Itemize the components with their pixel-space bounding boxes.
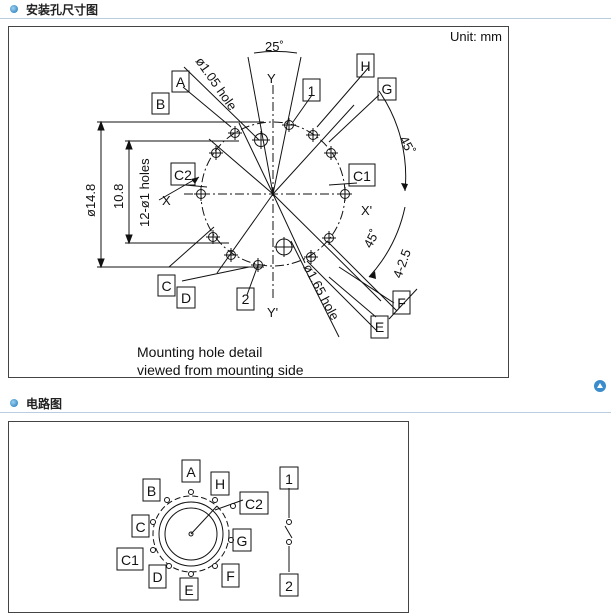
section-header-circuit: 电路图 [0, 394, 611, 413]
circuit-terminal-c2-label: C2 [245, 496, 263, 512]
circuit-terminal-g-label: G [237, 533, 248, 549]
terminal-f-label: F [397, 295, 406, 311]
terminal-h-label: H [360, 58, 370, 74]
terminal-1-label: 1 [308, 83, 316, 99]
angle-45-lower-label: 45˚ [360, 227, 382, 251]
height-10-8-label: 10.8 [111, 184, 126, 209]
axis-x-prime-label: X' [361, 203, 372, 218]
back-to-top-icon[interactable] [594, 380, 606, 392]
terminal-c2-label: C2 [174, 167, 192, 183]
section-title: 安装孔尺寸图 [26, 3, 99, 17]
circuit-terminal-c-label: C [135, 519, 145, 535]
terminal-c1-label: C1 [353, 168, 371, 184]
circuit-terminal-e-label: E [184, 582, 193, 598]
terminal-e-label: E [375, 319, 384, 335]
big-hole-label: ø1.65 hole [300, 261, 342, 322]
mounting-diagram: 25˚ Y Y' X X' 45˚ 45˚ ø1.05 hole ø1.65 h… [83, 39, 418, 339]
circuit-terminal-c1-label: C1 [121, 552, 139, 568]
circuit-terminal-h-label: H [215, 476, 225, 492]
circuit-terminal-d-label: D [152, 569, 162, 585]
terminal-b-label: B [156, 96, 165, 112]
terminal-c-label: C [161, 278, 171, 294]
mounting-holes [194, 118, 352, 272]
axis-y-label: Y [267, 71, 276, 86]
axis-x-label: X [162, 193, 171, 208]
section-bullet-icon [10, 5, 18, 13]
diagram-caption: Mounting hole detail viewed from mountin… [137, 343, 304, 379]
terminal-2-label: 2 [242, 291, 250, 307]
section-header-mounting: 安装孔尺寸图 [0, 0, 611, 19]
circuit-diagram-panel: A B H C2 C G C1 D E F 1 2 [8, 421, 409, 613]
switch-rotor-ring [158, 501, 224, 567]
terminal-a-label: A [176, 74, 186, 90]
circuit-terminal-f-label: F [226, 568, 235, 584]
circuit-terminal-b-label: B [147, 483, 156, 499]
circuit-terminal-a-label: A [186, 464, 196, 480]
circuit-diagram: A B H C2 C G C1 D E F 1 2 [116, 459, 299, 601]
pitch-label: 4-2.5 [390, 247, 414, 280]
section-bullet-icon [10, 399, 18, 407]
terminal-d-label: D [181, 290, 191, 306]
circuit-terminal-2-label: 2 [285, 578, 293, 594]
holes-count-label: 12-ø1 holes [137, 158, 152, 227]
section-title: 电路图 [26, 397, 63, 411]
angle-25-label: 25˚ [265, 39, 284, 54]
diameter-14-8-label: ø14.8 [83, 184, 98, 217]
mounting-diagram-panel: Unit: mm [8, 26, 509, 378]
angle-45-upper-label: 45˚ [396, 133, 418, 157]
switch-wiper [190, 505, 218, 535]
unit-label: Unit: mm [450, 29, 502, 44]
axis-y-prime-label: Y' [267, 305, 278, 320]
caption-line-2: viewed from mounting side [137, 362, 304, 378]
caption-line-1: Mounting hole detail [137, 344, 263, 360]
circuit-terminal-1-label: 1 [285, 471, 293, 487]
terminal-g-label: G [382, 81, 393, 97]
small-hole-label: ø1.05 hole [193, 54, 241, 113]
